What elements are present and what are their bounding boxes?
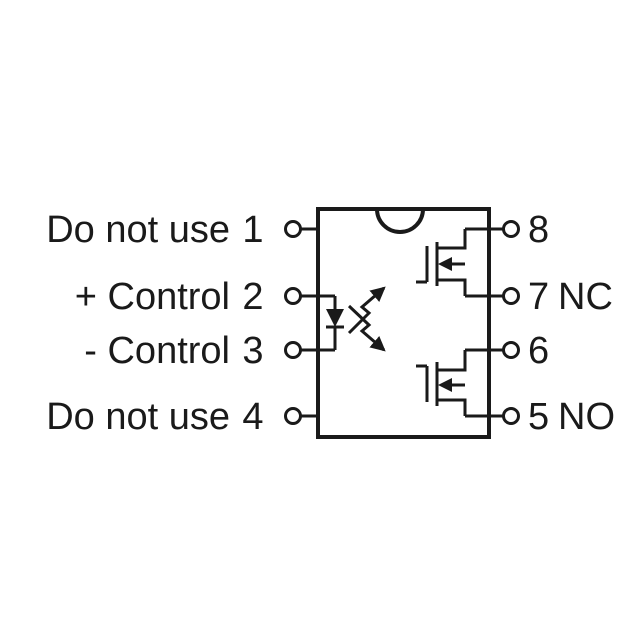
pin4-label: Do not use bbox=[46, 396, 230, 438]
light-coupling-arrows bbox=[347, 286, 386, 352]
pin1-indicator-notch bbox=[375, 208, 425, 234]
pin2-label: + Control bbox=[75, 276, 230, 318]
photon-arrow-down-icon bbox=[347, 304, 386, 352]
pin7-terminal bbox=[502, 287, 520, 305]
pin1-number: 1 bbox=[242, 209, 263, 251]
pin5-number: 5 bbox=[528, 396, 549, 438]
pin2-terminal bbox=[284, 287, 302, 305]
pin1-label: Do not use bbox=[46, 209, 230, 251]
mosfet-bottom-source bbox=[437, 398, 467, 416]
pin6-terminal bbox=[502, 341, 520, 359]
mosfet-top-drain bbox=[437, 229, 467, 250]
pin5-terminal bbox=[502, 407, 520, 425]
pin3-terminal bbox=[284, 341, 302, 359]
package-outline bbox=[316, 207, 491, 439]
output-mosfet-bottom bbox=[416, 350, 467, 416]
right-pin-labels: 8 7 NC 6 5 NO bbox=[528, 209, 615, 438]
photon-arrow-up-icon bbox=[347, 286, 386, 335]
pin4-number: 4 bbox=[242, 396, 263, 438]
pin6-number: 6 bbox=[528, 330, 549, 372]
mosfet-top-source bbox=[437, 278, 467, 296]
pin4-terminal bbox=[284, 407, 302, 425]
mosfet-top-body-arrow-icon bbox=[438, 257, 452, 271]
package-body bbox=[316, 207, 491, 439]
pin7-label: NC bbox=[558, 276, 613, 318]
input-led-symbol bbox=[326, 296, 344, 350]
mosfet-bottom-drain bbox=[437, 350, 467, 372]
pin8-terminal bbox=[502, 220, 520, 238]
pin3-number: 3 bbox=[242, 330, 263, 372]
pin2-number: 2 bbox=[242, 276, 263, 318]
pin5-label: NO bbox=[558, 396, 615, 438]
output-mosfet-top bbox=[416, 229, 467, 296]
mosfet-bottom-body-arrow-icon bbox=[438, 378, 452, 392]
pin3-label: - Control bbox=[84, 330, 230, 372]
led-triangle-icon bbox=[326, 309, 344, 327]
right-pins bbox=[465, 220, 520, 425]
pin8-number: 8 bbox=[528, 209, 549, 251]
left-pins bbox=[284, 220, 335, 425]
left-pin-labels: Do not use 1 + Control 2 - Control 3 Do … bbox=[46, 209, 263, 438]
pin1-terminal bbox=[284, 220, 302, 238]
pin7-number: 7 bbox=[528, 276, 549, 318]
